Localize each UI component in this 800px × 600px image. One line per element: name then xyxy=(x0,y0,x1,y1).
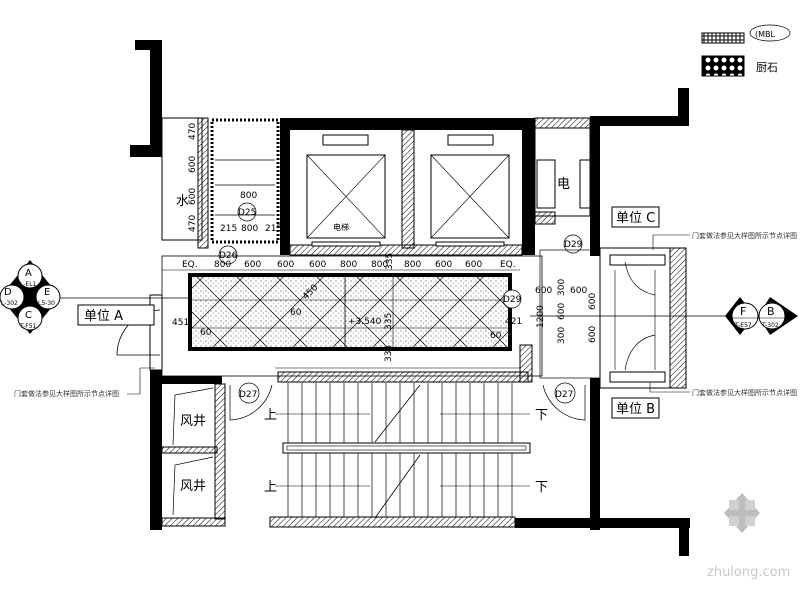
stair-down-1: 下 xyxy=(535,408,548,423)
legend-tag-outline xyxy=(749,24,791,42)
dim-lobby-60-right: 60 xyxy=(490,331,502,341)
dim-top-10: 600 xyxy=(465,260,482,270)
room-label-elevator: 电梯 xyxy=(333,222,349,232)
right-vestibule: 600 300 600 300 1200 600 600 600 单位 C 单位… xyxy=(530,206,797,419)
left-note: 门套做法参见大样图所示节点详图 xyxy=(14,367,155,398)
dim-top-1: 800 xyxy=(214,260,231,270)
dim-lobby-60-left: 60 xyxy=(200,328,212,338)
dim-top-4: 600 xyxy=(309,260,326,270)
section-c: C xyxy=(25,310,32,321)
dim-right-600-c: 600 xyxy=(557,303,567,320)
staircase: 上 上 下 下 D27 D27 xyxy=(229,382,586,528)
section-a: A xyxy=(25,268,32,279)
section-f-ref: T-E57 xyxy=(734,322,752,329)
elevator-car-2 xyxy=(430,134,510,247)
dim-lobby-421: 421 xyxy=(505,317,522,327)
note-right-bottom: 门套做法参见大样图所示节点详图 xyxy=(692,388,797,397)
dim-lobby-451: 451 xyxy=(172,318,189,328)
dim-top-0: EQ. xyxy=(182,260,198,270)
dim-top-9: 600 xyxy=(435,260,452,270)
dim-shaft-bottom-1: 215 xyxy=(220,224,237,234)
unit-a-label: 单位 A xyxy=(84,309,123,324)
legend-label-2: 厨石 xyxy=(756,61,778,74)
section-d: D xyxy=(4,287,12,298)
dim-shaft-top: 800 xyxy=(240,191,257,201)
door-tag-d27-right: D27 xyxy=(555,390,573,400)
dim-right-600-e: 600 xyxy=(588,326,598,343)
dim-lobby-elevation: +3.540 xyxy=(348,317,382,327)
dim-lobby-60-mid: 60 xyxy=(290,308,302,318)
section-b-ref: T-302 xyxy=(761,322,779,329)
room-label-fan-1: 风井 xyxy=(180,414,206,429)
dim-right-1200: 1200 xyxy=(536,305,546,328)
dim-shaft-bottom-2: 800 xyxy=(241,224,258,234)
dim-top-8: 800 xyxy=(404,260,421,270)
dim-top-7: 335 xyxy=(385,253,395,270)
section-e: E xyxy=(44,287,50,298)
room-label-electric: 电 xyxy=(557,177,570,192)
section-f: F xyxy=(740,305,746,318)
dim-shaft-bottom-3: 215 xyxy=(265,224,282,234)
door-tag-d29-lobby: D29 xyxy=(503,295,522,305)
stair-up-2: 上 xyxy=(264,480,277,495)
section-mark-right: F T-E57 B T-302 xyxy=(725,297,798,335)
section-mark-left: A L-EL1 D L-302 E L5-30 C T-F51 xyxy=(0,260,61,334)
section-a-ref: L-EL1 xyxy=(20,281,37,288)
section-b: B xyxy=(767,305,775,318)
note-left: 门套做法参见大样图所示节点详图 xyxy=(14,389,119,398)
fan-shafts: 风井 风井 xyxy=(161,376,226,527)
dim-470-top: 470 xyxy=(188,123,198,140)
elevator-shafts: 电梯 xyxy=(280,118,535,256)
dim-right-600-d: 600 xyxy=(588,293,598,310)
dim-600-a: 600 xyxy=(188,156,198,173)
water-shaft: 水 470 600 600 470 800 215 800 215 D25 D2… xyxy=(161,117,282,265)
note-right-top: 门套做法参见大样图所示节点详图 xyxy=(692,231,797,240)
section-d-ref: L-302 xyxy=(1,300,18,307)
dim-top-2: 600 xyxy=(244,260,261,270)
dim-lobby-335-bottom: 335 xyxy=(384,345,394,362)
unit-c-label: 单位 C xyxy=(616,211,655,226)
legend-grid-swatch xyxy=(701,32,745,44)
unit-b-label: 单位 B xyxy=(616,402,655,417)
top-dimension-row: EQ. 800 600 600 600 800 800 335 800 600 … xyxy=(182,253,516,270)
stair-down-2: 下 xyxy=(535,480,548,495)
stair-up-1: 上 xyxy=(264,408,277,423)
dim-470-bottom: 470 xyxy=(188,215,198,232)
dim-right-600-b: 600 xyxy=(570,286,587,296)
dim-top-5: 800 xyxy=(340,260,357,270)
door-tag-d27-left: D27 xyxy=(239,390,257,400)
section-e-ref: L5-30 xyxy=(38,300,55,307)
dim-right-300-b: 300 xyxy=(557,327,567,344)
dim-600-b: 600 xyxy=(188,188,198,205)
room-label-water: 水 xyxy=(176,194,189,209)
dim-lobby-335-top: 335 xyxy=(384,313,394,330)
section-c-ref: T-F51 xyxy=(19,323,37,330)
electric-room: 电 D29 xyxy=(534,117,591,254)
dim-top-3: 600 xyxy=(277,260,294,270)
legend-label-1: (MBL xyxy=(755,30,776,39)
elevator-lobby: EQ. 800 600 600 600 800 800 335 800 600 … xyxy=(161,253,543,383)
door-tag-d29: D29 xyxy=(564,240,583,250)
dim-top-6: 800 xyxy=(371,260,388,270)
room-label-fan-2: 风井 xyxy=(180,479,206,494)
structural-walls xyxy=(130,40,690,556)
dim-top-11: EQ. xyxy=(500,260,516,270)
watermark-logo: zhulong.com xyxy=(707,493,790,580)
legend-stone-swatch xyxy=(701,55,745,77)
dim-right-600-a: 600 xyxy=(535,286,552,296)
watermark-text: zhulong.com xyxy=(707,565,790,580)
legend: (MBL 厨石 xyxy=(701,24,791,77)
unit-a-entry: 单位 A xyxy=(60,294,190,371)
dim-right-300-a: 300 xyxy=(557,279,567,296)
elevator-car-1 xyxy=(306,134,386,247)
door-tag-d25: D25 xyxy=(238,208,256,218)
